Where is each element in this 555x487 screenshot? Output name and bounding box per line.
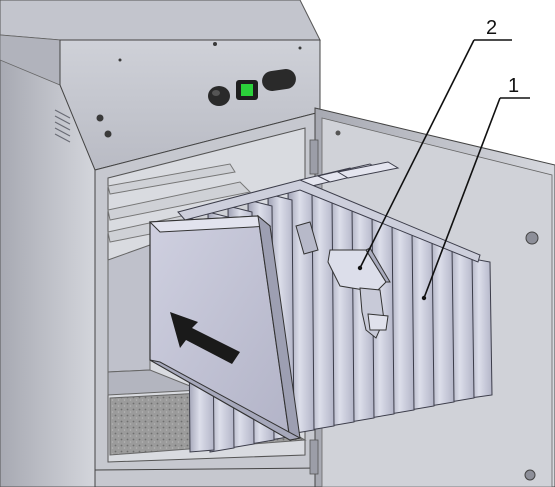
slider-handle — [295, 221, 391, 339]
callout-1: 1 — [421, 75, 530, 301]
removable-tray — [148, 214, 302, 442]
power-switch-icon — [236, 80, 258, 100]
callout-number-2: 2 — [486, 17, 497, 39]
callout-number-1: 1 — [508, 75, 519, 97]
cabinet-body — [0, 0, 321, 487]
callout-2: 2 — [357, 17, 512, 271]
control-knob-icon — [208, 86, 230, 106]
direction-arrow-icon — [170, 312, 240, 364]
control-knob-icon — [262, 69, 296, 91]
